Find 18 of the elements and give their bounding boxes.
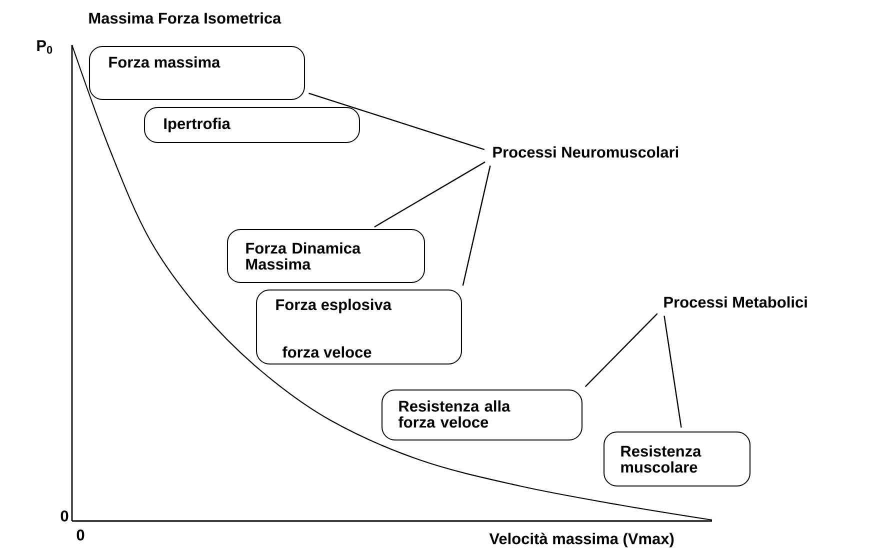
axis-label: 0 [76,530,84,540]
axis-label: P$_{0}$ [37,40,52,54]
process-box: Forza massima [89,46,305,100]
axis-label: 0 [60,510,68,522]
process-box: Forza Dinamica Massima [227,229,425,283]
axis-label: Massima Forza Isometrica [89,12,282,24]
connector-line [308,92,485,150]
connector-line [462,166,491,286]
process-box: Resistenza alla forza veloce [382,390,582,440]
group-label: Processi Metabolici [664,296,807,308]
process-box: Resistenza muscolare [604,432,750,486]
connector-line [664,316,682,428]
axis-label: Velocità massima (Vmax) [489,532,674,548]
process-box: Ipertrofia [144,107,360,143]
group-label: Processi Neuromuscolari [493,146,678,158]
connector-line [584,313,658,388]
process-box: Forza esplosiva forza veloce [256,290,462,364]
connector-line [374,161,486,228]
